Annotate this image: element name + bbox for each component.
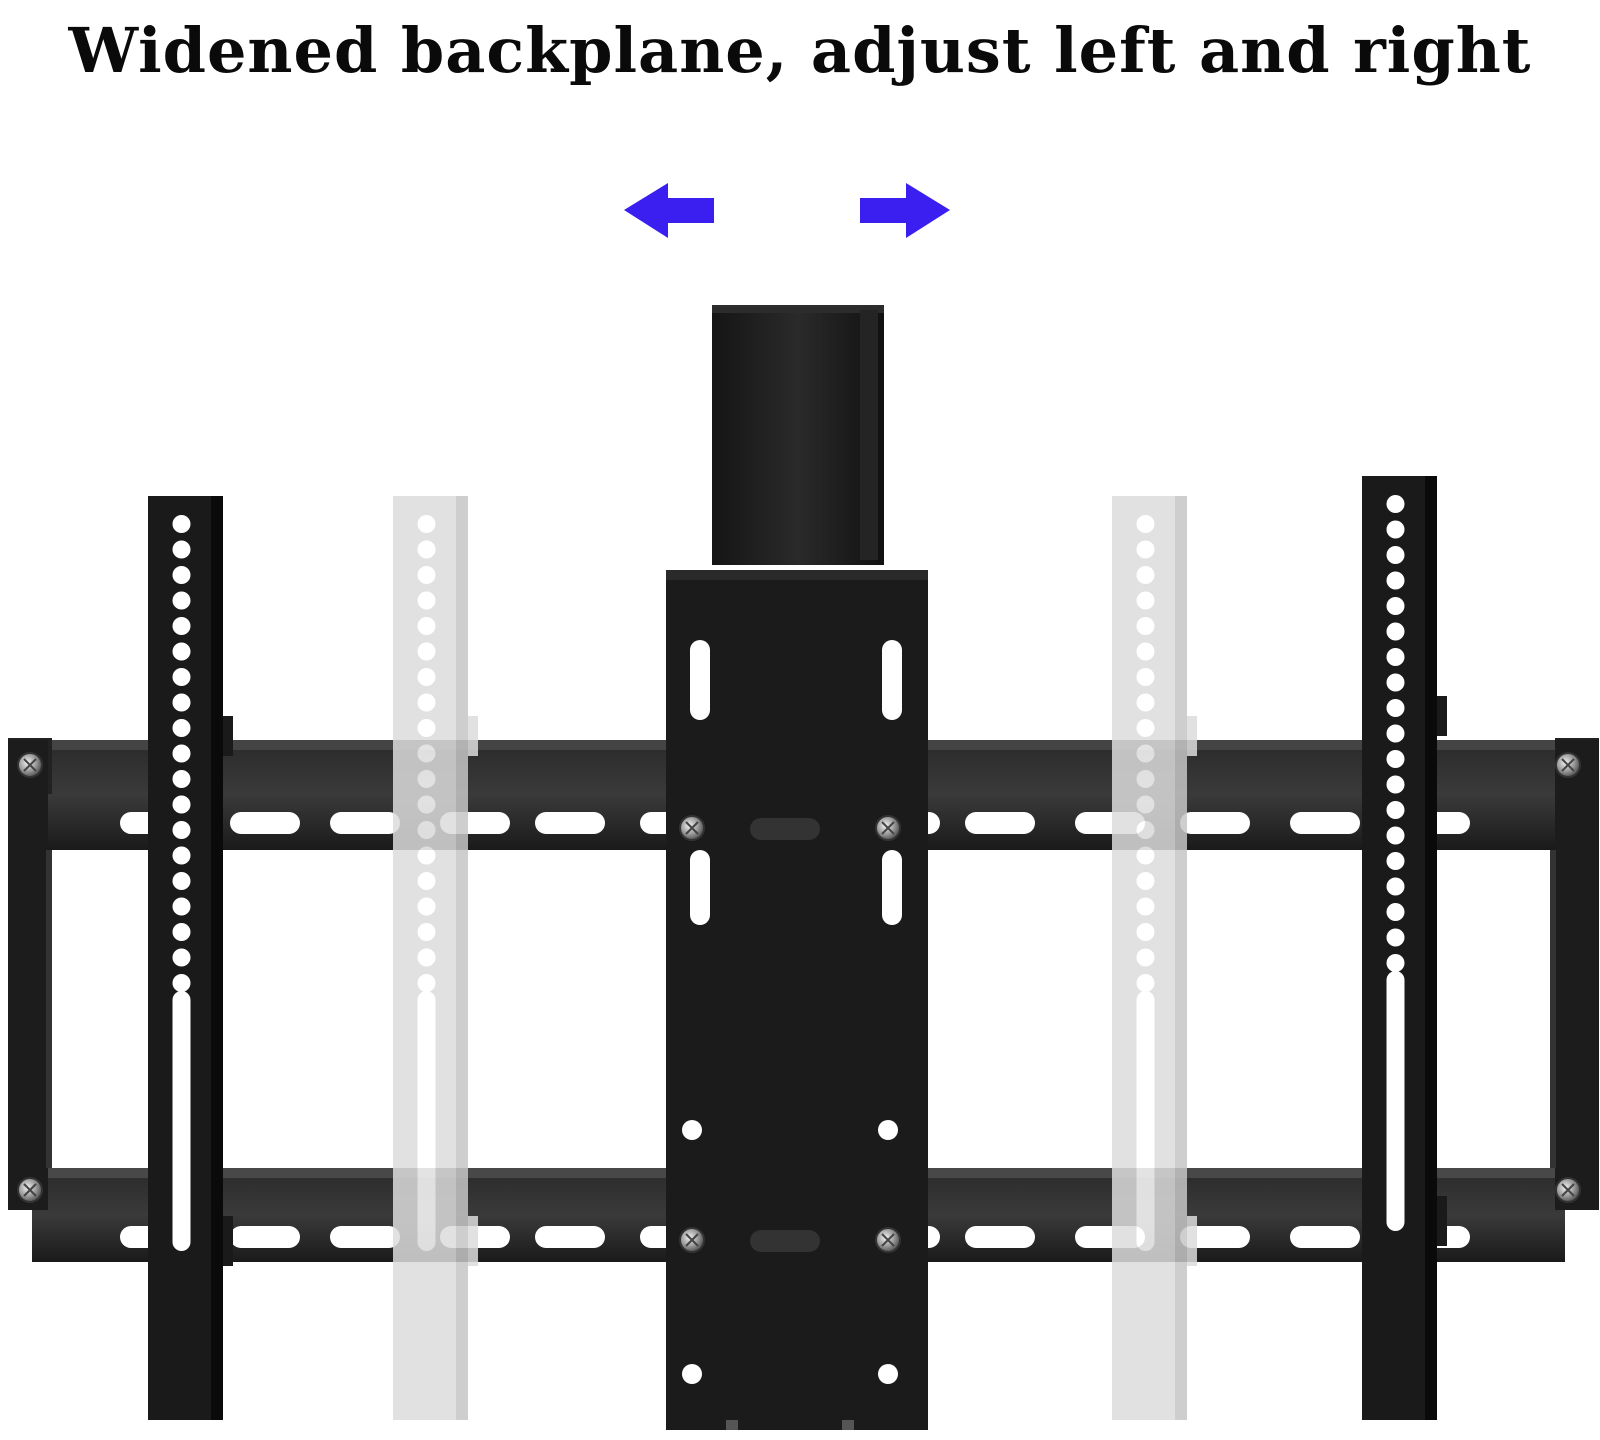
mount-column [712,305,884,565]
ghost-arm-left [393,496,478,1420]
rail-slot [1290,812,1360,834]
rail-slot [330,1226,400,1248]
solid-arm-left [148,496,233,1420]
solid-arms [148,476,1447,1420]
rail-slot [1290,1226,1360,1248]
rail-slot [330,812,400,834]
arrow-right-icon [860,183,950,238]
bolts [17,752,1581,1253]
rail-slot [965,1226,1035,1248]
frame-left-post [8,740,48,1210]
rail-slot [230,1226,300,1248]
rail-slot [1180,812,1250,834]
rail-slot [1180,1226,1250,1248]
rail-slot [230,812,300,834]
ghost-arm-right [1112,496,1197,1420]
rail-slot [535,812,605,834]
ghost-arms [393,496,1197,1420]
rail-slot [965,812,1035,834]
headline: Widened backplane, adjust left and right [68,13,1532,87]
rail-slot [535,1226,605,1248]
arrow-left-icon [624,183,714,238]
center-plate [666,570,928,1430]
solid-arm-right [1362,476,1447,1420]
frame-right-post [1555,740,1599,1210]
